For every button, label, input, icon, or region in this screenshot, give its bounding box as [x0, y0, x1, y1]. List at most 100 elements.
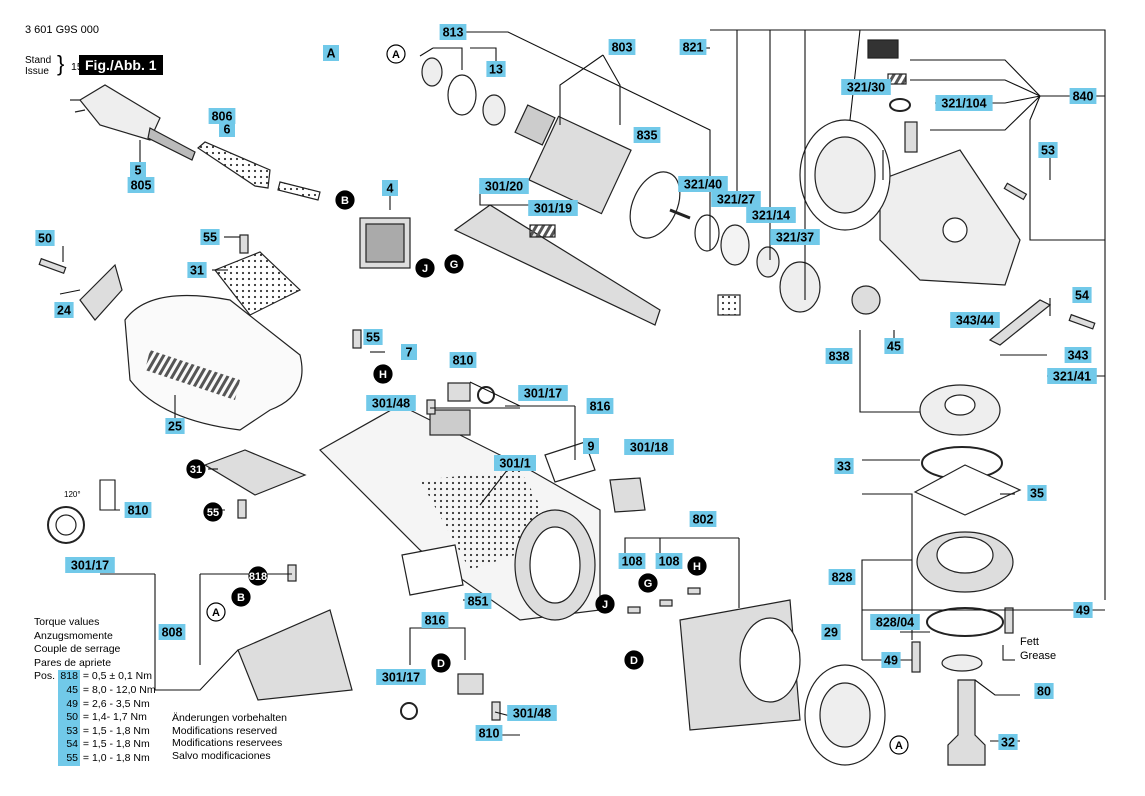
pinion-gear — [851, 285, 881, 315]
svg-text:343: 343 — [1068, 349, 1089, 363]
svg-text:838: 838 — [829, 350, 850, 364]
svg-text:301/1: 301/1 — [499, 457, 530, 471]
torque-row: 54 = 1,5 - 1,8 Nm — [34, 738, 156, 752]
part-label-816: 816 — [421, 612, 449, 628]
svg-text:806: 806 — [212, 110, 233, 124]
part-label-49: 49 — [881, 652, 901, 668]
svg-text:301/17: 301/17 — [382, 671, 420, 685]
svg-text:24: 24 — [57, 304, 71, 318]
svg-text:32: 32 — [1001, 736, 1015, 750]
svg-text:6: 6 — [224, 123, 231, 137]
svg-text:810: 810 — [479, 727, 500, 741]
part-label-5: 5 — [130, 162, 146, 178]
svg-text:810: 810 — [453, 354, 474, 368]
connector-108c — [687, 587, 701, 595]
svg-text:851: 851 — [468, 595, 489, 609]
carbon-brush-2 — [457, 673, 484, 695]
bearing-a — [421, 57, 443, 87]
part-label-45: 45 — [884, 338, 904, 354]
svg-text:301/20: 301/20 — [485, 180, 523, 194]
part-label-80: 80 — [1034, 683, 1054, 699]
part-label-321-104: 321/104 — [935, 95, 993, 111]
torque-value: = 2,6 - 3,5 Nm — [80, 697, 150, 710]
part-label-301-17: 301/17 — [518, 385, 568, 401]
connector-108b — [659, 599, 673, 607]
bearing-321-37 — [779, 261, 821, 313]
spring — [529, 224, 556, 238]
torque-row: 55 = 1,0 - 1,8 Nm — [34, 751, 156, 766]
rating-plate — [401, 544, 464, 596]
torque-value: = 8,0 - 12,0 Nm — [80, 683, 156, 696]
angle-label: 120° — [64, 490, 81, 499]
svg-text:80: 80 — [1037, 685, 1051, 699]
part-label-805: 805 — [127, 177, 155, 193]
svg-text:25: 25 — [168, 420, 182, 434]
part-label-53: 53 — [1038, 142, 1058, 158]
spindle-lock-button — [867, 39, 899, 59]
callout-b: B — [231, 587, 251, 607]
svg-text:A: A — [326, 47, 335, 61]
part-label-343-44: 343/44 — [950, 312, 1000, 328]
callout-g: G — [638, 573, 658, 593]
label-plate — [544, 441, 596, 483]
svg-text:53: 53 — [1041, 144, 1055, 158]
part-label-A: A — [323, 45, 339, 61]
torque-pos-number: 49 — [58, 697, 80, 712]
svg-text:301/17: 301/17 — [71, 559, 109, 573]
svg-text:55: 55 — [207, 507, 219, 519]
change-notes: Änderungen vorbehalten Modifications res… — [172, 712, 287, 762]
svg-text:H: H — [379, 369, 387, 381]
callout-a: A — [889, 735, 909, 755]
torque-pos-number: 45 — [58, 683, 80, 698]
brush-holder — [429, 409, 471, 436]
part-label-108: 108 — [655, 553, 683, 569]
svg-text:29: 29 — [824, 626, 838, 640]
svg-text:A: A — [212, 607, 220, 619]
part-label-321-27: 321/27 — [711, 191, 761, 207]
part-label-301-48: 301/48 — [366, 395, 416, 411]
svg-text:805: 805 — [131, 179, 152, 193]
svg-text:301/48: 301/48 — [372, 397, 410, 411]
grease-label-en: Grease — [1020, 650, 1056, 662]
svg-text:A: A — [895, 740, 903, 752]
svg-text:813: 813 — [443, 26, 464, 40]
gear-housing — [879, 149, 1021, 286]
bracket-301-18 — [609, 477, 646, 513]
part-label-301-17: 301/17 — [65, 557, 115, 573]
svg-text:301/48: 301/48 — [513, 707, 551, 721]
svg-text:835: 835 — [637, 129, 658, 143]
part-label-321-41: 321/41 — [1047, 368, 1097, 384]
svg-text:840: 840 — [1073, 90, 1094, 104]
callout-h: H — [373, 364, 393, 384]
svg-text:J: J — [422, 263, 428, 275]
part-label-321-14: 321/14 — [746, 207, 796, 223]
torque-pos-number: 53 — [58, 724, 80, 739]
torque-pos-number: 55 — [58, 751, 80, 766]
part-label-13: 13 — [486, 61, 506, 77]
note-de: Änderungen vorbehalten — [172, 712, 288, 724]
svg-text:49: 49 — [1076, 604, 1090, 618]
torque-pos-number: 54 — [58, 738, 80, 752]
part-label-835: 835 — [633, 127, 661, 143]
svg-text:50: 50 — [38, 232, 52, 246]
torque-row: 50 = 1,4- 1,7 Nm — [34, 711, 156, 725]
bearing-13 — [482, 94, 506, 126]
part-label-7: 7 — [401, 344, 417, 360]
part-label-321-40: 321/40 — [678, 176, 728, 192]
part-label-301-19: 301/19 — [528, 200, 578, 216]
part-label-343: 343 — [1064, 347, 1092, 363]
svg-text:4: 4 — [387, 182, 394, 196]
torsion-spring-2 — [477, 386, 495, 404]
svg-text:301/17: 301/17 — [524, 387, 562, 401]
svg-text:9: 9 — [588, 440, 595, 454]
part-label-851: 851 — [464, 593, 492, 609]
part-label-31: 31 — [187, 262, 207, 278]
brush-piece — [717, 294, 741, 316]
part-label-803: 803 — [608, 39, 636, 55]
torsion-spring — [47, 506, 85, 544]
figure-label: Fig./Abb. 1 — [79, 55, 163, 75]
torque-pos-number: 50 — [58, 711, 80, 725]
svg-text:7: 7 — [406, 346, 413, 360]
part-label-813: 813 — [439, 24, 467, 40]
torque-value: = 0,5 ± 0,1 Nm — [79, 670, 152, 683]
